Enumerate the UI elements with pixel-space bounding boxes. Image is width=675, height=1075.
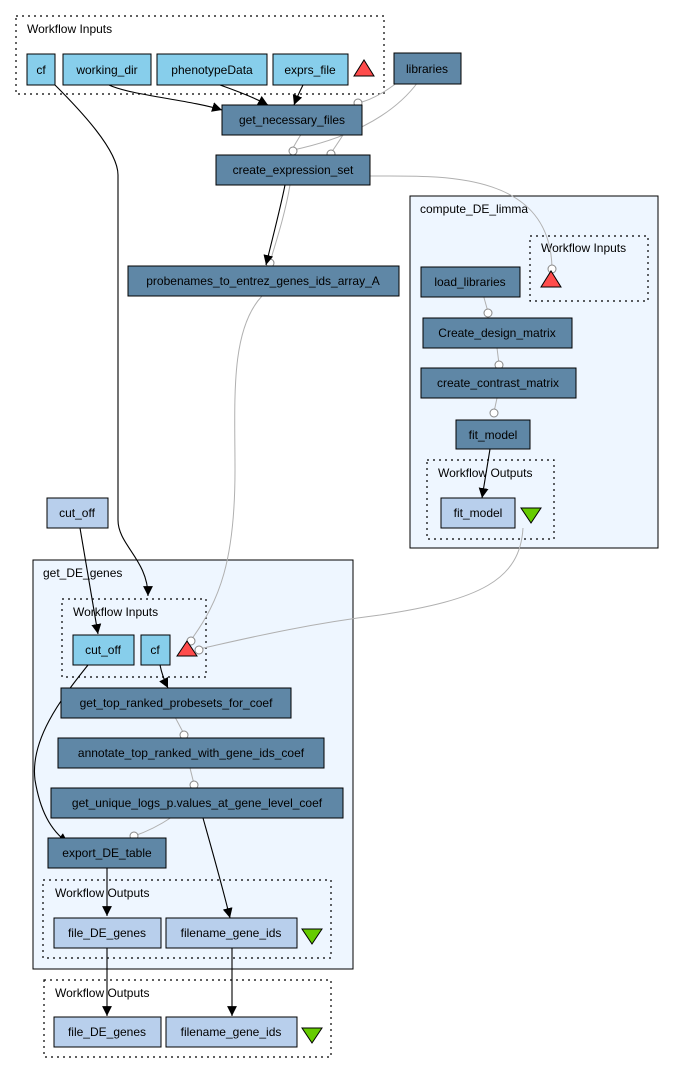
output-port-fit-model[interactable]: fit_model — [440, 497, 516, 529]
input-port-working-dir[interactable]: working_dir — [62, 53, 152, 86]
processor-label: libraries — [406, 62, 448, 76]
processor-label: probenames_to_entrez_genes_ids_array_A — [146, 274, 380, 288]
input-port-label: cf — [36, 63, 46, 77]
processor-annotate-top-ranked[interactable]: annotate_top_ranked_with_gene_ids_coef — [57, 737, 325, 769]
data-link — [202, 817, 233, 919]
top-inputs-label: Workflow Inputs — [27, 22, 112, 36]
input-port-phenotypedata[interactable]: phenotypeData — [156, 53, 268, 86]
data-link — [263, 184, 286, 266]
bottom-outputs-label: Workflow Outputs — [55, 986, 149, 1000]
processor-export-de-table[interactable]: export_DE_table — [47, 837, 167, 869]
limma-inputs-triangle-icon — [540, 270, 562, 288]
input-port-label: cf — [150, 643, 160, 657]
processor-fit-model[interactable]: fit_model — [455, 419, 531, 450]
control-link — [369, 175, 553, 269]
processor-label: get_top_ranked_probesets_for_coef — [80, 696, 273, 710]
output-port-file-de-genes-sub[interactable]: file_DE_genes — [53, 917, 162, 949]
data-link — [292, 84, 304, 106]
limma-outputs-label: Workflow Outputs — [438, 466, 532, 480]
processor-label: load_libraries — [434, 275, 505, 289]
data-link — [159, 664, 169, 689]
output-port-label: file_DE_genes — [68, 1025, 146, 1039]
control-link — [198, 527, 524, 650]
de-genes-outputs-label: Workflow Outputs — [55, 886, 149, 900]
input-port-cut-off[interactable]: cut_off — [72, 634, 135, 666]
input-port-cf[interactable]: cf — [26, 53, 56, 86]
input-port-label: phenotypeData — [171, 63, 253, 77]
control-link — [357, 81, 399, 104]
output-port-filename-gene-ids-sub[interactable]: filename_gene_ids — [165, 917, 298, 949]
output-port-file-de-genes[interactable]: file_DE_genes — [53, 1016, 162, 1048]
compute-de-limma-label: compute_DE_limma — [420, 202, 528, 216]
processor-probenames-to-entrez[interactable]: probenames_to_entrez_genes_ids_array_A — [127, 265, 400, 297]
output-port-filename-gene-ids[interactable]: filename_gene_ids — [165, 1016, 298, 1048]
limma-outputs-triangle-icon — [520, 507, 542, 524]
de-genes-inputs-label: Workflow Inputs — [73, 605, 158, 619]
processor-load-libraries[interactable]: load_libraries — [420, 266, 521, 298]
processor-label: get_unique_logs_p.values_at_gene_level_c… — [72, 796, 323, 810]
processor-get-top-ranked[interactable]: get_top_ranked_probesets_for_coef — [60, 687, 292, 719]
processor-get-unique-logs[interactable]: get_unique_logs_p.values_at_gene_level_c… — [50, 787, 344, 819]
input-port-label: cut_off — [85, 643, 121, 657]
limma-inputs-label: Workflow Inputs — [541, 241, 626, 255]
input-port-cf-sub[interactable]: cf — [140, 634, 171, 666]
processor-create-contrast-matrix[interactable]: create_contrast_matrix — [420, 367, 577, 399]
processor-label: fit_model — [469, 428, 518, 442]
input-port-label: working_dir — [75, 63, 137, 77]
processor-libraries[interactable]: libraries — [393, 52, 462, 85]
data-links — [33, 84, 491, 1016]
inputs-triangle-icon — [353, 59, 375, 77]
processor-label: create_contrast_matrix — [437, 376, 559, 390]
de-genes-inputs-triangle-icon — [176, 640, 198, 657]
output-port-label: fit_model — [454, 506, 503, 520]
bottom-outputs-cluster: Workflow Outputs — [43, 979, 332, 1058]
top-inputs-cluster: Workflow Inputs — [15, 15, 385, 95]
data-link — [478, 448, 491, 499]
processor-label: Create_design_matrix — [438, 326, 555, 340]
data-link — [108, 84, 223, 112]
processor-get-necessary-files[interactable]: get_necessary_files — [221, 104, 363, 136]
get-de-genes-label: get_DE_genes — [43, 566, 122, 580]
processor-label: annotate_top_ranked_with_gene_ids_coef — [78, 746, 305, 760]
processor-label: get_necessary_files — [239, 113, 345, 127]
output-port-label: filename_gene_ids — [181, 1025, 282, 1039]
control-link — [292, 81, 419, 151]
processor-cut-off[interactable]: cut_off — [46, 497, 109, 529]
output-port-label: file_DE_genes — [68, 926, 146, 940]
data-link — [79, 527, 102, 635]
output-port-label: filename_gene_ids — [181, 926, 282, 940]
processor-label: cut_off — [59, 506, 95, 520]
data-link — [54, 84, 153, 597]
processor-create-design-matrix[interactable]: Create_design_matrix — [422, 317, 573, 349]
processor-label: create_expression_set — [233, 163, 354, 177]
data-link — [219, 84, 269, 106]
outputs-triangle-icon — [301, 1027, 323, 1044]
control-link — [190, 295, 263, 641]
de-genes-outputs-triangle-icon — [301, 928, 323, 945]
input-port-label: exprs_file — [284, 63, 336, 77]
processor-label: export_DE_table — [62, 846, 152, 860]
control-link — [269, 184, 291, 263]
input-port-exprs-file[interactable]: exprs_file — [272, 53, 349, 86]
processor-create-expression-set[interactable]: create_expression_set — [215, 154, 371, 186]
